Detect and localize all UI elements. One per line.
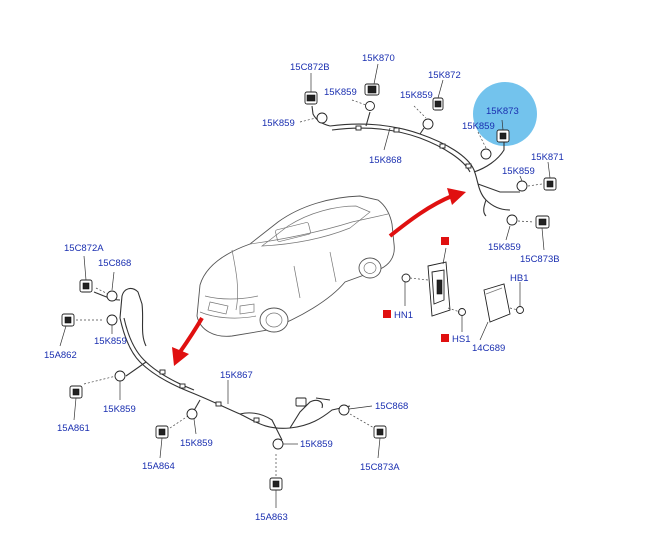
sensor-15C872A [79,255,93,293]
label-15C868-b: 15C868 [375,401,408,412]
label-15K859-g: 15K859 [94,336,127,347]
label-15K859-c: 15K859 [262,118,295,129]
parking-aid-module [383,237,524,342]
sensor-15K871 [516,161,557,192]
sensor-15A861 [69,370,126,421]
label-15C873B: 15C873B [520,254,560,265]
label-15C873A: 15C873A [360,462,400,473]
sensor-15K873 [477,119,510,160]
label-15A864: 15A864 [142,461,175,472]
label-HS1: HS1 [452,334,470,345]
front-harness [93,287,351,441]
label-15K871: 15K871 [531,152,564,163]
sensor-15C872B [304,73,318,105]
marker-hs1 [441,334,449,342]
marker-hn1 [383,310,391,318]
sensor-15C868-rear [338,404,373,416]
label-15K868: 15K868 [369,155,402,166]
label-15K859-d: 15K859 [462,121,495,132]
label-15K859-h: 15K859 [103,404,136,415]
label-15A861: 15A861 [57,423,90,434]
sensor-15K872 [413,79,444,130]
label-15K859-b: 15K859 [400,90,433,101]
label-HN1: HN1 [394,310,413,321]
label-15K859-a: 15K859 [324,87,357,98]
label-14C689: 14C689 [472,343,505,354]
label-15K859-i: 15K859 [180,438,213,449]
label-15C868-a: 15C868 [98,258,131,269]
sensor-15K859-front-a [106,314,118,334]
arrow-to-front [172,316,204,366]
highlight-circle [473,82,537,146]
label-15C872A: 15C872A [64,243,104,254]
label-15C872B: 15C872B [290,62,330,73]
sensor-15A864 [155,408,198,459]
label-15K873: 15K873 [486,106,519,117]
sensor-15C873B [505,214,550,251]
marker-top [441,237,449,245]
label-15K870: 15K870 [362,53,395,64]
car-illustration [196,195,395,337]
label-HB1: HB1 [510,273,528,284]
sensor-15C868-front [95,271,118,302]
sensor-15K859-left [299,112,328,124]
arrow-to-rear [388,188,466,238]
sensor-15C873A [349,413,387,459]
sensor-15K870 [351,63,380,111]
sensor-15A862 [59,313,104,347]
label-15K859-j: 15K859 [300,439,333,450]
label-15A863: 15A863 [255,512,288,523]
label-15K867: 15K867 [220,370,253,381]
label-15K872: 15K872 [428,70,461,81]
label-15A862: 15A862 [44,350,77,361]
label-15K859-e: 15K859 [502,166,535,177]
label-15K859-f: 15K859 [488,242,521,253]
sensor-15A863 [269,438,298,508]
rear-harness [311,105,520,217]
